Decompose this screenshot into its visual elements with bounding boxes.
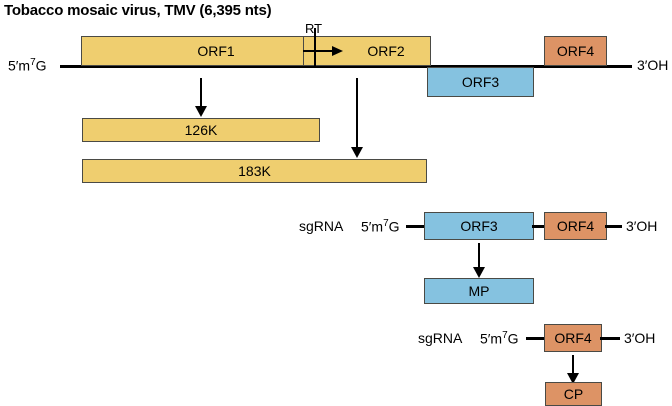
genome-orf3-box[interactable]: ORF3: [427, 67, 534, 97]
product-mp-box[interactable]: MP: [424, 278, 534, 304]
readthrough-arrow-head-icon: [332, 45, 343, 56]
product-126k-box[interactable]: 126K: [82, 118, 320, 142]
sgrna-cp-five-prime-tail: G: [507, 330, 519, 347]
sgrna-mp-product-arrow-shaft: [478, 243, 480, 271]
genome-backbone: [60, 65, 632, 69]
product-183k-box[interactable]: 183K: [82, 159, 427, 183]
product-183k-label: 183K: [238, 163, 271, 179]
genome-5prime-label: 5′m7G: [8, 58, 47, 73]
orf1-product-arrow-head-icon: [195, 106, 207, 117]
figure-title: Tobacco mosaic virus, TMV (6,395 nts): [4, 2, 272, 19]
sgrna-cp-product-arrow-shaft: [572, 355, 574, 377]
genome-orf2-label: ORF2: [367, 43, 405, 59]
sgrna-mp-5prime-label: 5′m7G: [361, 219, 400, 234]
sgrna-mp-row-label: sgRNA: [299, 218, 344, 234]
sgrna-cp-orf4-box[interactable]: ORF4: [544, 324, 602, 352]
sgrna-mp-orf3-box[interactable]: ORF3: [424, 212, 534, 240]
sgrna-cp-backbone-left: [526, 337, 546, 341]
sgrna-cp-row-label: sgRNA: [418, 330, 463, 346]
genome-3prime-label: 3′OH: [637, 57, 669, 73]
genome-orf4-label: ORF4: [556, 43, 595, 59]
sgrna-mp-five-prime-base: 5′m: [361, 218, 384, 235]
product-cp-label: CP: [563, 386, 584, 402]
sgrna-mp-3prime-label: 3′OH: [626, 218, 658, 234]
five-prime-tail: G: [35, 57, 47, 74]
genome-orf4-box[interactable]: ORF4: [544, 36, 607, 66]
sgrna-mp-backbone-left: [406, 225, 426, 229]
readthrough-arrow-shaft: [316, 50, 334, 52]
orf2-product-arrow-head-icon: [351, 147, 363, 158]
genome-orf1-label: ORF1: [197, 43, 235, 59]
five-prime-superscript: 7: [30, 57, 36, 68]
sgrna-mp-product-arrow-head-icon: [473, 267, 485, 278]
sgrna-cp-backbone-right: [600, 337, 620, 341]
product-126k-label: 126K: [184, 122, 218, 138]
orf1-product-arrow-shaft: [200, 78, 202, 110]
sgrna-mp-five-prime-tail: G: [388, 218, 400, 235]
sgrna-cp-product-arrow-head-icon: [567, 373, 579, 384]
sgrna-mp-orf4-box[interactable]: ORF4: [544, 212, 607, 240]
sgrna-cp-five-prime-superscript: 7: [502, 330, 508, 341]
sgrna-cp-five-prime-base: 5′m: [480, 330, 503, 347]
product-cp-box[interactable]: CP: [545, 382, 602, 406]
sgrna-cp-orf4-label: ORF4: [554, 330, 592, 346]
genome-orf2-box[interactable]: ORF2: [303, 36, 431, 66]
sgrna-cp-5prime-label: 5′m7G: [480, 331, 519, 346]
genome-orf3-label: ORF3: [461, 74, 500, 90]
five-prime-base: 5′m: [8, 57, 31, 74]
sgrna-mp-five-prime-superscript: 7: [383, 218, 389, 229]
sgrna-mp-orf3-label: ORF3: [460, 218, 498, 234]
sgrna-cp-3prime-label: 3′OH: [624, 330, 656, 346]
sgrna-mp-backbone-right: [605, 225, 622, 229]
readthrough-tick: [314, 28, 316, 66]
readthrough-crossbar: [303, 50, 325, 52]
sgrna-mp-orf4-label: ORF4: [556, 218, 595, 234]
orf2-product-arrow-shaft: [356, 78, 358, 150]
sgrna-mp-backbone-mid: [532, 225, 546, 229]
product-mp-label: MP: [468, 283, 490, 299]
readthrough-label: RT: [305, 21, 323, 36]
